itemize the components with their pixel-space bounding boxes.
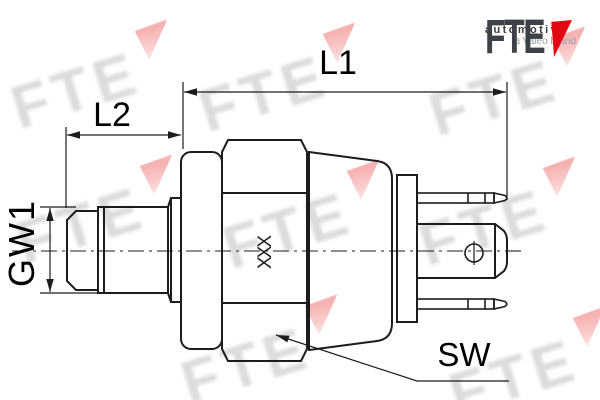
dim-label-l2: L2 xyxy=(93,96,131,134)
connector-nose xyxy=(416,223,508,279)
dim-label-gw1: GW1 xyxy=(1,199,42,287)
fte-logo: FTE automotive a Valeo brand xyxy=(485,14,580,62)
hex-body xyxy=(221,139,308,362)
terminal-pin-bottom-tip xyxy=(493,297,508,311)
arrowhead-icon xyxy=(168,131,181,139)
terminal-pin-top-tip xyxy=(493,191,508,205)
logo-brand-text: FTE xyxy=(485,11,546,64)
thread-body xyxy=(97,206,169,294)
arrowhead-icon xyxy=(276,335,290,343)
arrowhead-icon xyxy=(493,88,506,96)
cone-section xyxy=(308,150,393,352)
terminal-pin-bottom xyxy=(416,298,495,310)
dim-label-sw: SW xyxy=(437,336,491,373)
part-marking-xxx: XXX xyxy=(255,235,276,269)
logo-division-text: automotive xyxy=(485,24,568,36)
arrowhead-icon xyxy=(46,279,54,292)
dim-label-l1: L1 xyxy=(319,44,357,82)
thread-collar xyxy=(167,197,181,303)
connector-plate xyxy=(396,174,418,323)
terminal-pin-top xyxy=(416,192,495,204)
arrowhead-icon xyxy=(67,131,80,139)
leader-line-sw xyxy=(275,334,509,382)
arrowhead-icon xyxy=(184,88,197,96)
logo-tagline-text: a Valeo brand xyxy=(514,36,576,47)
arrowhead-icon xyxy=(46,208,54,221)
